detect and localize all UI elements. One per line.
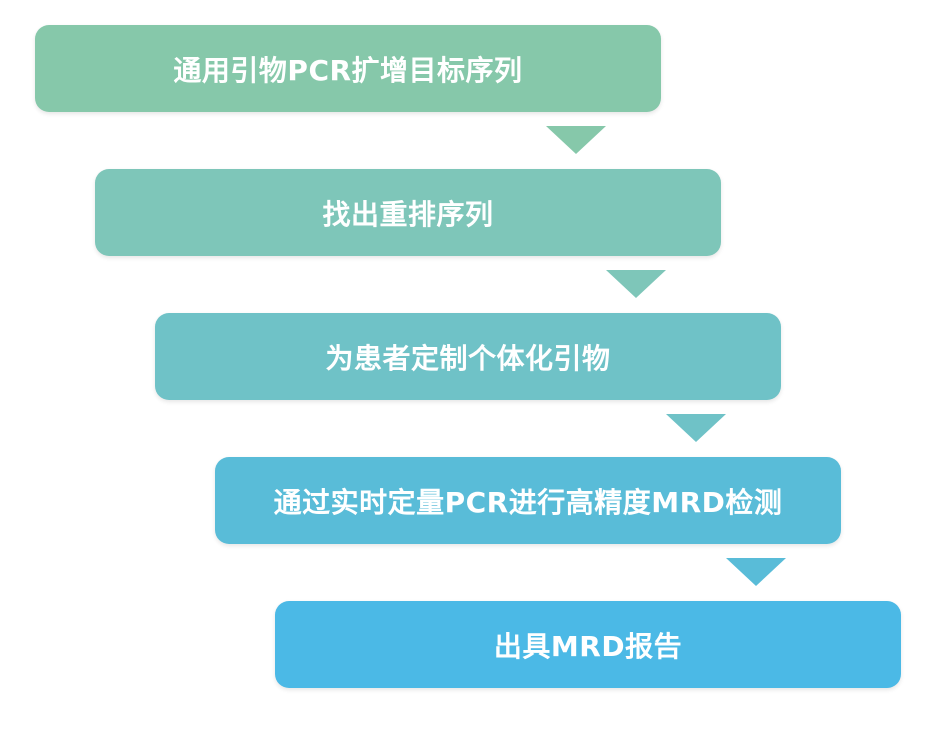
flow-step-5-label: 出具MRD报告 [493, 629, 683, 663]
flow-step-1: 通用引物PCR扩增目标序列 [35, 25, 661, 112]
down-arrow-icon [666, 414, 726, 442]
flow-step-1-label: 通用引物PCR扩增目标序列 [173, 53, 523, 87]
flow-step-4: 通过实时定量PCR进行高精度MRD检测 [215, 457, 841, 544]
flow-step-3-label: 为患者定制个体化引物 [325, 341, 611, 375]
down-arrow-icon [606, 270, 666, 298]
flow-step-4-label: 通过实时定量PCR进行高精度MRD检测 [273, 485, 783, 519]
flow-step-5: 出具MRD报告 [275, 601, 901, 688]
flow-step-2: 找出重排序列 [95, 169, 721, 256]
down-arrow-icon [726, 558, 786, 586]
flow-step-2-label: 找出重排序列 [322, 197, 494, 231]
flow-step-3: 为患者定制个体化引物 [155, 313, 781, 400]
down-arrow-icon [546, 126, 606, 154]
